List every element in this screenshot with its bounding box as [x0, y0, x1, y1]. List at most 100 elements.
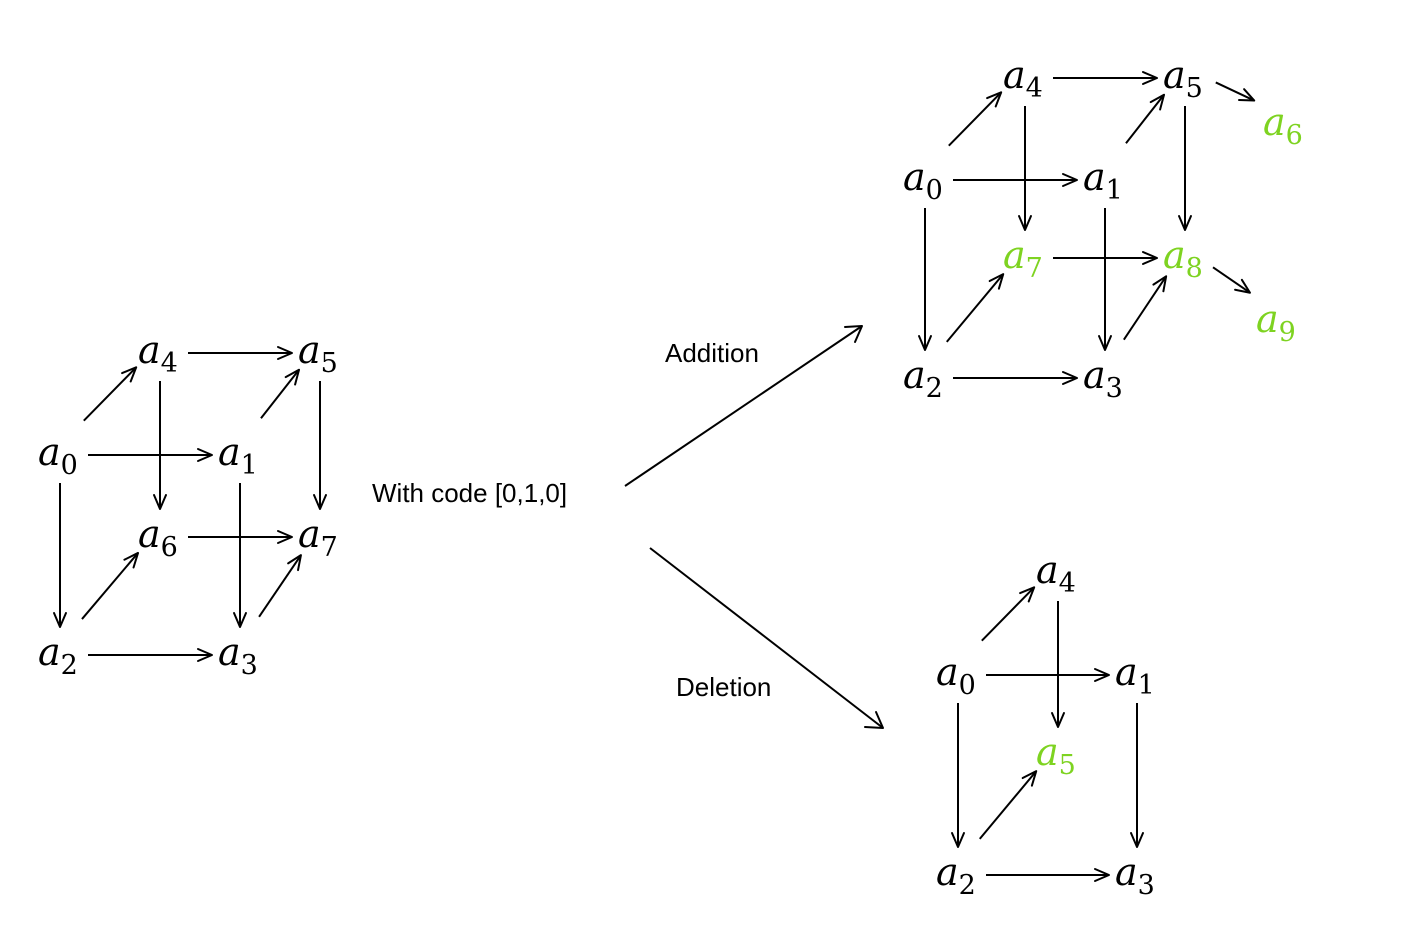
original-node-a7: a7 — [298, 512, 338, 563]
original-edge-a3-to-a7 — [258, 554, 302, 618]
node-letter: a — [298, 328, 321, 372]
node-letter: a — [1036, 730, 1059, 774]
node-subscript: 5 — [1186, 73, 1203, 104]
addition-node-a3: a3 — [1083, 353, 1123, 404]
deletion-label: Deletion — [676, 672, 771, 702]
original-node-a5: a5 — [298, 328, 338, 379]
deletion-node-a5: a5 — [1036, 730, 1076, 781]
addition-node-a5: a5 — [1163, 53, 1203, 104]
deletion-edge-a0-to-a4 — [981, 586, 1036, 642]
deletion-edge-a1-to-a3 — [1130, 703, 1144, 848]
addition-label: Addition — [665, 338, 759, 368]
node-letter: a — [298, 512, 321, 556]
transform-code-label: With code [0,1,0] — [372, 478, 567, 508]
edges-layer — [53, 71, 1256, 882]
addition-edge-a2-to-a7 — [945, 273, 1005, 343]
original-edge-a0-to-a2 — [53, 483, 67, 628]
node-letter: a — [903, 155, 926, 199]
node-letter: a — [1083, 353, 1106, 397]
original-node-a6: a6 — [138, 512, 178, 563]
node-subscript: 0 — [61, 450, 78, 481]
node-subscript: 4 — [1026, 73, 1043, 104]
original-edge-a2-to-a3 — [88, 648, 213, 662]
deletion-edge-a2-to-a3 — [986, 868, 1110, 882]
deletion-edge-a0-to-a2 — [951, 703, 965, 848]
original-node-a1: a1 — [218, 430, 258, 481]
node-letter: a — [1115, 650, 1138, 694]
node-letter: a — [903, 353, 926, 397]
node-subscript: 3 — [1138, 870, 1155, 901]
addition-edge-a5-to-a6 — [1215, 81, 1256, 102]
addition-edge-a0-to-a2 — [918, 208, 932, 351]
node-subscript: 6 — [1286, 120, 1303, 151]
node-subscript: 9 — [1279, 317, 1296, 348]
deletion-edge-a0-to-a1 — [986, 668, 1110, 682]
addition-edge-a3-to-a8 — [1123, 275, 1168, 341]
node-subscript: 5 — [321, 348, 338, 379]
original-edge-a4-to-a5 — [188, 346, 293, 360]
original-node-a3: a3 — [218, 630, 258, 681]
original-edge-a2-to-a6 — [81, 551, 140, 620]
node-subscript: 1 — [241, 450, 258, 481]
node-letter: a — [1083, 155, 1106, 199]
node-letter: a — [1003, 233, 1026, 277]
deletion-node-a1: a1 — [1115, 650, 1155, 701]
addition-edge-a7-to-a8 — [1053, 251, 1158, 265]
addition-node-a1: a1 — [1083, 155, 1123, 206]
node-letter: a — [218, 430, 241, 474]
node-subscript: 7 — [1026, 253, 1043, 284]
original-edge-a1-to-a5 — [260, 368, 301, 419]
addition-edge-a2-to-a3 — [953, 371, 1078, 385]
addition-node-a9: a9 — [1256, 297, 1296, 348]
deletion-edge-a4-to-a5 — [1051, 601, 1065, 728]
node-subscript: 8 — [1186, 253, 1203, 284]
node-subscript: 0 — [926, 175, 943, 206]
addition-node-a7: a7 — [1003, 233, 1043, 284]
addition-edge-a1-to-a3 — [1098, 208, 1112, 351]
node-letter: a — [1115, 850, 1138, 894]
node-letter: a — [1163, 53, 1186, 97]
addition-edge-a0-to-a1 — [953, 173, 1078, 187]
node-subscript: 2 — [926, 373, 943, 404]
node-letter: a — [1163, 233, 1186, 277]
node-subscript: 5 — [1059, 750, 1076, 781]
node-letter: a — [1003, 53, 1026, 97]
deletion-edge-a2-to-a5 — [978, 770, 1038, 840]
addition-edge-a1-to-a5 — [1125, 93, 1166, 144]
node-letter: a — [138, 512, 161, 556]
node-letter: a — [936, 850, 959, 894]
original-edge-a0-to-a1 — [88, 448, 213, 462]
node-letter: a — [1263, 100, 1286, 144]
deletion-node-a4: a4 — [1036, 548, 1076, 599]
node-subscript: 1 — [1138, 670, 1155, 701]
node-letter: a — [936, 650, 959, 694]
addition-transform-arrow — [624, 325, 863, 487]
addition-edge-a8-to-a9 — [1212, 266, 1251, 294]
node-subscript: 3 — [1106, 373, 1123, 404]
addition-node-a6: a6 — [1263, 100, 1303, 151]
node-subscript: 4 — [161, 348, 178, 379]
node-subscript: 0 — [959, 670, 976, 701]
addition-edge-a4-to-a5 — [1053, 71, 1158, 85]
original-edge-a5-to-a7 — [313, 381, 327, 510]
addition-node-a2: a2 — [903, 353, 943, 404]
original-node-a2: a2 — [38, 630, 78, 681]
original-edge-a0-to-a4 — [83, 366, 138, 422]
original-edge-a1-to-a3 — [233, 483, 247, 628]
node-letter: a — [1036, 548, 1059, 592]
deletion-node-a3: a3 — [1115, 850, 1155, 901]
addition-edge-a5-to-a8 — [1178, 106, 1192, 231]
addition-node-a4: a4 — [1003, 53, 1043, 104]
deletion-node-a2: a2 — [936, 850, 976, 901]
original-edge-a6-to-a7 — [188, 530, 293, 544]
addition-node-a8: a8 — [1163, 233, 1203, 284]
addition-edges — [918, 71, 1256, 385]
node-letter: a — [38, 430, 61, 474]
deletion-transform-arrow — [649, 547, 884, 729]
original-node-a4: a4 — [138, 328, 178, 379]
node-subscript: 1 — [1106, 175, 1123, 206]
